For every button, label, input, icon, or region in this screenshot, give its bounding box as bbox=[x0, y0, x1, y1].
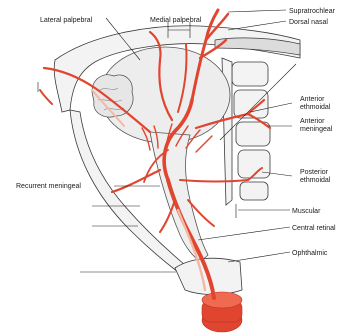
label-dorsal-nasal: Dorsal nasal bbox=[289, 19, 328, 26]
label-lateral-palpebral: Lateral palpebral bbox=[40, 17, 93, 24]
internal-carotid-artery bbox=[202, 292, 242, 332]
label-medial-palpebral: Medial palpebral bbox=[150, 17, 202, 24]
label-muscular: Muscular bbox=[292, 208, 321, 215]
label-posterior-ethmoidal-2: ethmoidal bbox=[300, 177, 331, 184]
label-recurrent-meningeal: Recurrent meningeal bbox=[16, 183, 81, 190]
label-anterior-meningeal-1: Anterior bbox=[300, 118, 325, 125]
label-supratrochlear: Supratrochlear bbox=[289, 8, 336, 15]
label-central-retinal: Central retinal bbox=[292, 225, 336, 232]
label-anterior-ethmoidal-1: Anterior bbox=[300, 96, 325, 103]
label-anterior-meningeal-2: meningeal bbox=[300, 126, 333, 133]
ethmoid-air-cells bbox=[222, 58, 270, 205]
label-anterior-ethmoidal-2: ethmoidal bbox=[300, 104, 331, 111]
label-posterior-ethmoidal-1: Posterior bbox=[300, 169, 329, 176]
label-ophthalmic: Ophthalmic bbox=[292, 250, 328, 257]
